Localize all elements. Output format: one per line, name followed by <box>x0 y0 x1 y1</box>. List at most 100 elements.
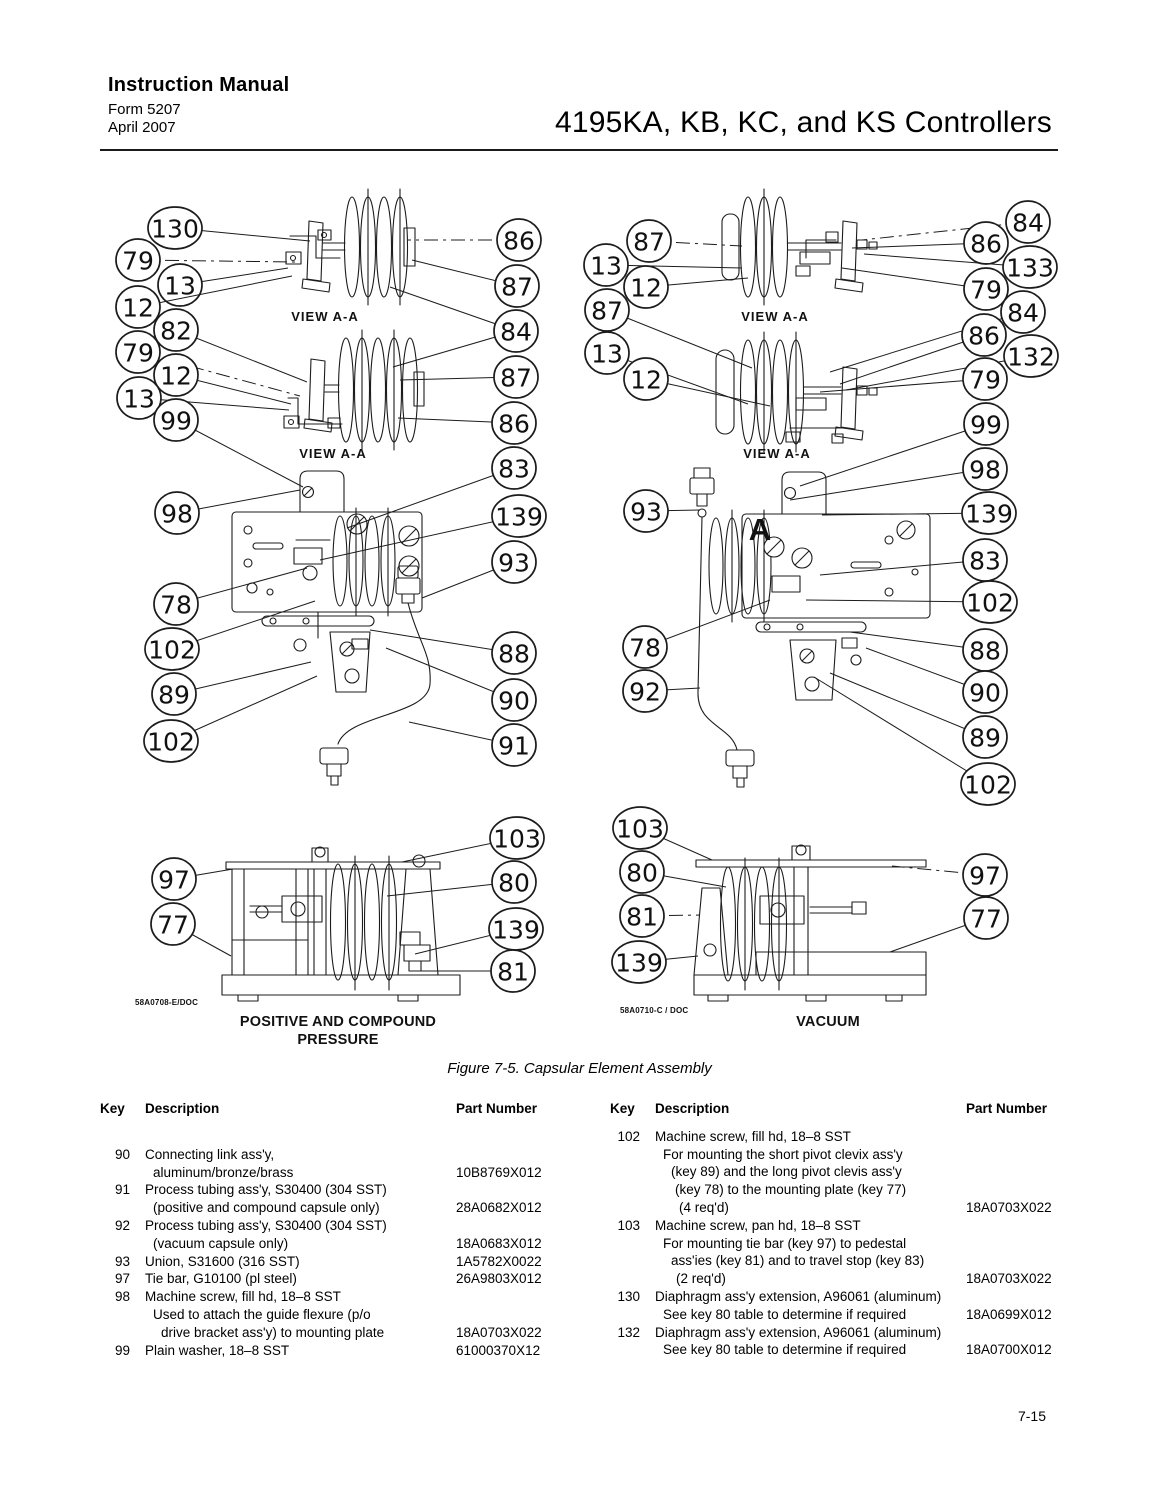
part-key <box>100 1199 130 1217</box>
callout-84: 84 <box>389 286 539 368</box>
view-a-a-label: VIEW A-A <box>299 446 366 461</box>
callout-79: 79 <box>841 267 1009 311</box>
callout-78: 78 <box>153 567 308 626</box>
leader-line <box>385 647 515 701</box>
callout-number: 87 <box>501 273 533 302</box>
callout-13: 13 <box>116 376 290 420</box>
callout-82: 82 <box>153 308 308 383</box>
callout-circle <box>493 355 539 399</box>
callout-circle <box>491 401 537 445</box>
manual-label: Instruction Manual <box>108 74 290 96</box>
callout-12: 12 <box>153 353 292 405</box>
callout-102: 102 <box>805 580 1018 624</box>
header-rule <box>100 149 1058 151</box>
part-row-102-line2: For mounting the short pivot clevix ass'… <box>610 1146 1062 1164</box>
callout-12: 12 <box>623 265 749 309</box>
part-description: Plain washer, 18–8 SST <box>145 1342 290 1358</box>
leader-line <box>173 661 312 695</box>
part-number <box>456 1306 560 1324</box>
callout-number: 84 <box>1007 299 1039 328</box>
callout-circle <box>153 582 199 626</box>
part-row-102-line1: 102 Machine screw, fill hd, 18–8 SST <box>610 1128 1062 1146</box>
callout-circle <box>623 265 669 309</box>
callout-number: 86 <box>503 227 535 256</box>
callout-circle <box>116 376 162 420</box>
leader-line <box>606 352 749 405</box>
part-row-132-line2: See key 80 table to determine if require… <box>610 1341 1062 1359</box>
callout-86: 86 <box>851 221 1009 265</box>
callout-92: 92 <box>622 669 701 713</box>
callout-circle <box>491 678 537 722</box>
callout-circle <box>623 489 669 533</box>
callout-circle <box>1005 200 1051 244</box>
part-number <box>966 1146 1062 1164</box>
callout-98: 98 <box>154 489 301 535</box>
callout-93: 93 <box>623 489 701 533</box>
callout-102: 102 <box>143 675 318 763</box>
part-row-102-line4: (key 78) to the mounting plate (key 77) <box>610 1181 1062 1199</box>
part-number <box>966 1324 1062 1342</box>
callout-circle <box>143 719 199 763</box>
part-description: For mounting the short pivot clevix ass'… <box>663 1146 903 1162</box>
part-key: 102 <box>617 1128 640 1144</box>
callout-circle <box>1000 290 1046 334</box>
part-description: ass'ies (key 81) and to travel stop (key… <box>671 1253 925 1269</box>
callout-circle <box>490 949 536 993</box>
callout-number: 130 <box>151 215 199 244</box>
callout-circle <box>491 494 547 538</box>
callout-circle <box>151 672 197 716</box>
drawing-number: 58A0710-C / DOC <box>620 1006 688 1015</box>
callout-number: 13 <box>164 272 196 301</box>
callout-number: 79 <box>969 366 1001 395</box>
callout-number: 89 <box>969 724 1001 753</box>
callout-number: 13 <box>123 385 155 414</box>
right-top-view-art <box>721 188 878 306</box>
description-column-header: Description <box>655 1101 730 1116</box>
callout-circle <box>115 285 161 329</box>
part-key: 93 <box>114 1253 130 1269</box>
leader-line <box>799 423 987 487</box>
callout-87: 87 <box>584 288 753 369</box>
callout-97: 97 <box>151 857 234 901</box>
callout-circle <box>491 540 537 584</box>
part-number: 18A0703X022 <box>966 1199 1052 1215</box>
callout-number: 139 <box>492 916 540 945</box>
callout-number: 81 <box>626 903 658 932</box>
right-diagram: A VIEW A-A VIEW A-A 58A0710-C / DOC VACU… <box>583 188 1059 1030</box>
part-number: 18A0699X012 <box>966 1306 1052 1322</box>
callout-number: 84 <box>500 318 532 347</box>
part-number: 18A0703X022 <box>456 1324 542 1340</box>
callout-circle <box>584 288 630 332</box>
part-key <box>610 1235 640 1253</box>
callout-90: 90 <box>385 647 537 722</box>
callout-130: 130 <box>147 206 311 250</box>
part-description: Machine screw, fill hd, 18–8 SST <box>655 1128 851 1144</box>
callout-circle <box>157 263 203 307</box>
callout-91: 91 <box>408 721 537 767</box>
part-number: 18A0700X012 <box>966 1342 1052 1358</box>
callout-circle <box>619 894 665 938</box>
callout-number: 99 <box>970 411 1002 440</box>
leader-line <box>648 240 743 247</box>
callout-circle <box>612 806 668 850</box>
callout-circle <box>583 243 629 287</box>
leader-line <box>170 675 318 742</box>
leader-line <box>137 275 293 308</box>
leader-line <box>819 378 986 393</box>
part-key: 92 <box>114 1217 130 1233</box>
callout-circle <box>622 669 668 713</box>
part-description: For mounting tie bar (key 97) to pedesta… <box>663 1235 907 1251</box>
part-key: 99 <box>114 1342 130 1358</box>
part-number <box>456 1288 560 1306</box>
part-key <box>610 1181 640 1199</box>
callout-83: 83 <box>346 446 537 529</box>
callout-number: 90 <box>969 679 1001 708</box>
leader-line <box>891 865 986 876</box>
callout-number: 90 <box>498 687 530 716</box>
callout-circle <box>153 353 199 397</box>
callout-number: 13 <box>590 252 622 281</box>
callout-circle <box>491 446 537 490</box>
